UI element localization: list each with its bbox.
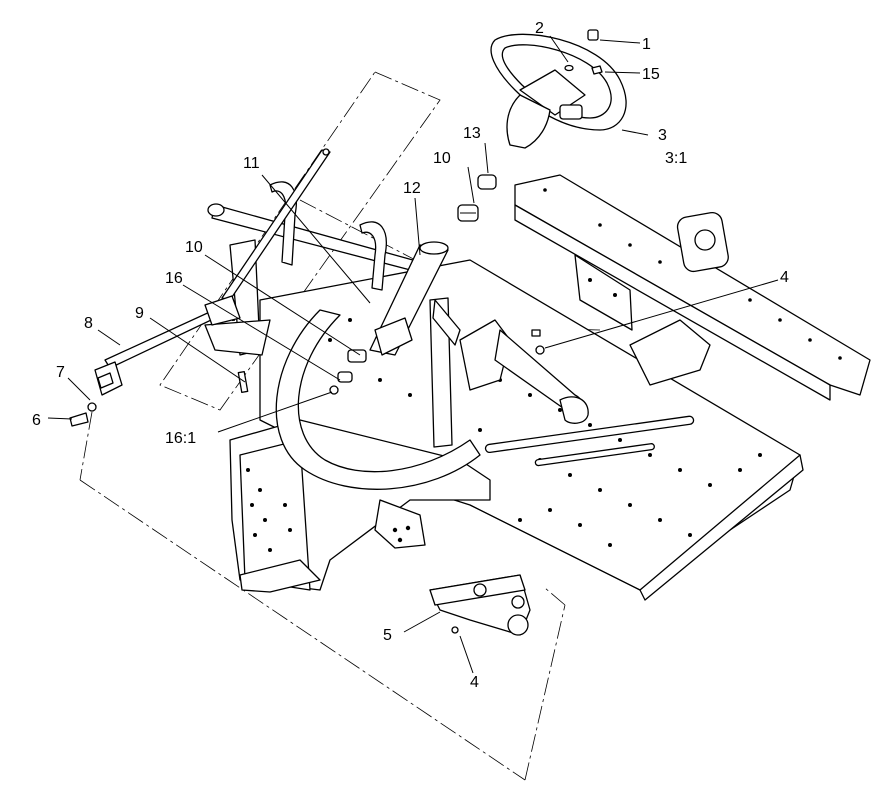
floor-bracket	[459, 319, 589, 424]
callout-4-bottom: 4	[470, 674, 479, 691]
callout-7: 7	[56, 364, 65, 381]
rear-cross-member	[514, 174, 871, 401]
callout-3-1: 3:1	[665, 150, 687, 167]
cross-member-holes	[543, 188, 842, 360]
callout-5: 5	[383, 627, 392, 644]
callout-4-right: 4	[780, 269, 789, 286]
u-joint	[69, 361, 123, 427]
callout-8: 8	[84, 315, 93, 332]
callout-10-lower: 10	[185, 239, 203, 256]
callout-13: 13	[463, 125, 481, 142]
pin	[237, 370, 249, 394]
callout-3: 3	[658, 127, 667, 144]
pedal-arm	[275, 297, 481, 490]
steering-column-tube	[369, 241, 449, 356]
callout-6: 6	[32, 412, 41, 429]
front-frame-holes	[246, 468, 292, 552]
upper-bearing	[457, 174, 497, 222]
callout-11: 11	[243, 155, 260, 172]
callout-labels: 1 2 3 3:1 4 4 5 6 7 8 9 10 10 11 12 13 1…	[32, 20, 789, 691]
callout-12: 12	[403, 180, 421, 197]
leader-lines	[47, 35, 779, 674]
callout-9: 9	[135, 305, 144, 322]
nut-right	[531, 329, 545, 355]
callout-2: 2	[535, 20, 544, 37]
steering-gearbox	[429, 574, 531, 636]
callout-1: 1	[642, 36, 651, 53]
callout-15: 15	[642, 66, 660, 83]
wheel-hardware	[564, 29, 603, 75]
callout-16: 16	[165, 270, 183, 287]
callout-10-upper: 10	[433, 150, 451, 167]
steering-wheel	[490, 33, 627, 149]
callout-16-1: 16:1	[165, 430, 196, 447]
